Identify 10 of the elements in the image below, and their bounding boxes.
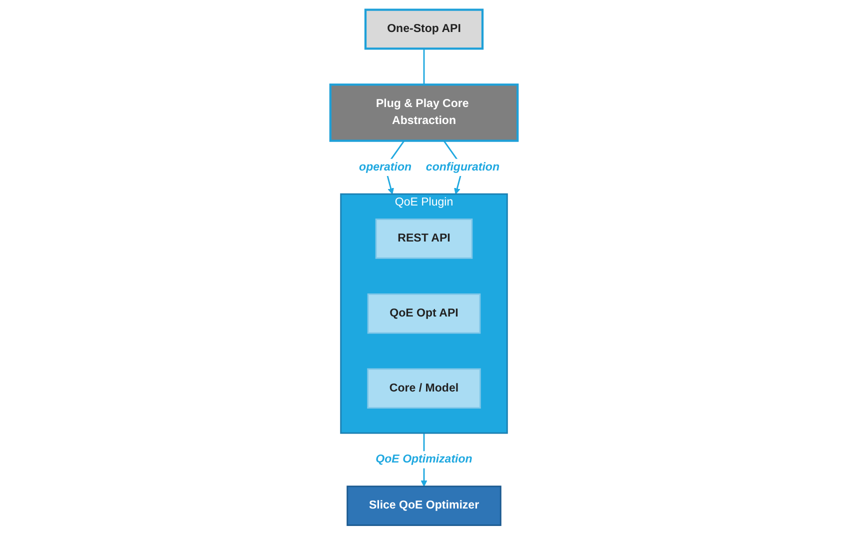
- node-box: Core / Model: [367, 368, 481, 409]
- edge-label: QoE Optimization: [376, 453, 472, 466]
- edge-label: operation: [359, 160, 412, 174]
- edge-label: configuration: [426, 160, 500, 174]
- node-box: Plug & Play Core Abstraction: [329, 84, 519, 142]
- node-box: One-Stop API: [364, 8, 484, 50]
- node-box: REST API: [375, 218, 473, 259]
- node-box: QoE Opt API: [367, 293, 481, 334]
- node-box: Slice QoE Optimizer: [346, 486, 502, 526]
- connector: [423, 48, 425, 85]
